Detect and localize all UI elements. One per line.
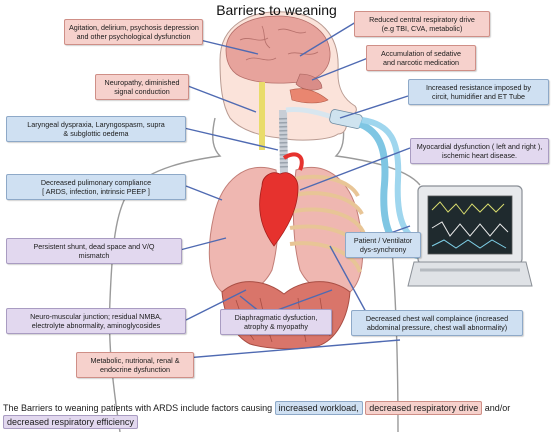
box-metabolic: Metabolic, nutrional, renal &endocrine d… (76, 352, 194, 378)
footer-text: The Barriers to weaning patients with AR… (3, 403, 275, 413)
heart (259, 152, 304, 247)
brain (225, 15, 331, 91)
tag-decreased-efficiency: decreased respiratory efficiency (3, 415, 138, 429)
box-chest-wall: Decreased chest wall complaince (increas… (351, 310, 523, 336)
box-pulmonary-compliance: Decreased pulimonary compliance[ ARDS, i… (6, 174, 186, 200)
nasal-cavity (289, 88, 329, 104)
box-laryngeal: Laryngeal dyspraxia, Laryngospasm, supra… (6, 116, 186, 142)
box-central-drive: Reduced central respiratory drive(e.g TB… (354, 11, 490, 37)
tag-decreased-drive: decreased respiratory drive (365, 401, 483, 415)
footer-and: and/or (482, 403, 511, 413)
diagram-title: Barriers to weaning (216, 2, 337, 18)
connector-lines (161, 21, 411, 361)
box-neuromuscular: Neuro-muscular junction; residual NMBA,e… (6, 308, 186, 334)
box-myocardial: Myocardial dysfunction ( left and right … (410, 138, 549, 164)
ventilator (407, 185, 533, 287)
tag-increased-workload: increased workload, (274, 401, 363, 415)
footer-caption: The Barriers to weaning patients with AR… (3, 401, 551, 429)
box-agitation: Agitation, delirium, psychosis depressio… (64, 19, 203, 45)
box-diaphragm: Diaphragmatic dysfuction,atrophy & myopa… (220, 309, 332, 335)
